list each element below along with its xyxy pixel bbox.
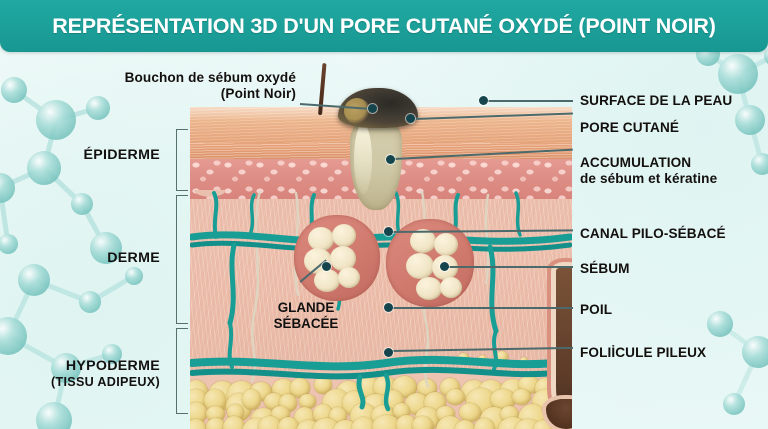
fat-globule bbox=[190, 419, 207, 429]
fat-globule bbox=[206, 417, 227, 429]
fat-globule bbox=[474, 417, 495, 429]
leader-line-sebum bbox=[448, 266, 573, 268]
fat-globule bbox=[412, 416, 434, 429]
fat-globule bbox=[453, 420, 476, 429]
gland-lobule bbox=[314, 269, 340, 292]
anchor-dot-pore-cutane bbox=[406, 114, 415, 123]
fat-globule bbox=[458, 402, 482, 422]
label-surface-de-la-peau: SURFACE DE LA PEAU bbox=[580, 93, 732, 109]
fat-globule bbox=[206, 405, 226, 422]
anchor-dot-blackhead bbox=[368, 104, 377, 113]
layer-label-epiderme-text: ÉPIDERME bbox=[83, 147, 160, 163]
fat-globule bbox=[514, 418, 543, 429]
gland-lobule bbox=[416, 277, 442, 300]
fat-globule bbox=[396, 415, 417, 429]
fat-globule bbox=[332, 419, 359, 429]
anchor-dot-accumulation bbox=[386, 155, 395, 164]
anchor-dot-follicule-pileux bbox=[384, 348, 393, 357]
anchor-dot-sebum bbox=[440, 262, 449, 271]
label-glande-sebacee-line2: SÉBACÉE bbox=[273, 315, 339, 331]
gland-lobule bbox=[434, 233, 458, 256]
bracket-hypoderme bbox=[176, 328, 188, 414]
molecule-decoration-bottom-left bbox=[0, 264, 143, 429]
label-pore-cutane: PORE CUTANÉ bbox=[580, 120, 679, 136]
label-follicule-pileux: FOLIİCULE PILEUX bbox=[580, 345, 706, 361]
label-poil: POIL bbox=[580, 302, 612, 318]
fat-globule bbox=[371, 414, 402, 429]
fat-globule bbox=[298, 394, 316, 409]
fat-globule bbox=[511, 388, 531, 406]
label-poil-text: POIL bbox=[580, 302, 613, 317]
fat-globule bbox=[532, 419, 553, 429]
sebaceous-gland-right bbox=[386, 219, 474, 307]
callout-blackhead-line2: (Point Noir) bbox=[220, 85, 296, 101]
leader-line-surface-de-la-peau bbox=[488, 100, 573, 102]
leader-line-poil bbox=[392, 307, 573, 309]
sebum-keratin-accumulation bbox=[350, 118, 402, 210]
gland-lobule bbox=[440, 277, 462, 298]
skin-cross-section-illustration bbox=[190, 107, 572, 429]
anchor-dot-surface-de-la-peau bbox=[479, 96, 488, 105]
bracket-epiderme bbox=[176, 129, 188, 191]
layer-label-hypoderme: HYPODERME (TISSU ADIPEUX) bbox=[10, 358, 160, 390]
callout-blackhead-line1: Bouchon de sébum oxydé bbox=[124, 70, 296, 85]
gland-lobule bbox=[332, 224, 356, 247]
label-follicule-pileux-text: FOLIİCULE PILEUX bbox=[580, 345, 707, 360]
gland-lobule bbox=[308, 227, 334, 251]
fat-globule bbox=[277, 416, 300, 429]
layer-label-epiderme: ÉPIDERME bbox=[10, 147, 160, 164]
label-accumulation-text: ACCUMULATION bbox=[580, 155, 692, 170]
label-accumulation-sub: de sébum et kératine bbox=[580, 170, 718, 186]
fat-globule bbox=[289, 378, 310, 398]
fat-globule bbox=[392, 403, 411, 420]
callout-blackhead: Bouchon de sébum oxydé (Point Noir) bbox=[86, 70, 296, 102]
layer-label-hypoderme-text: HYPODERME bbox=[65, 358, 160, 374]
label-accumulation: ACCUMULATION de sébum et kératine bbox=[580, 155, 717, 187]
fat-globule bbox=[223, 416, 246, 429]
fat-globule bbox=[313, 375, 332, 395]
label-glande-sebacee: GLANDE SÉBACÉE bbox=[246, 300, 366, 332]
fat-globule bbox=[312, 418, 342, 429]
anchor-dot-poil bbox=[384, 303, 393, 312]
fat-globule bbox=[203, 388, 226, 412]
sebaceous-gland-left bbox=[294, 215, 380, 301]
fat-globule bbox=[241, 389, 261, 410]
label-pore-cutane-text: PORE CUTANÉ bbox=[580, 120, 680, 135]
header-bar: REPRÉSENTATION 3D D'UN PORE CUTANÉ OXYDÉ… bbox=[0, 0, 768, 52]
fat-globule bbox=[445, 388, 466, 406]
page-title: REPRÉSENTATION 3D D'UN PORE CUTANÉ OXYDÉ… bbox=[52, 13, 716, 38]
pilosebaceous-canal bbox=[556, 267, 572, 415]
layer-label-derme: DERME bbox=[10, 250, 160, 267]
fat-globule bbox=[350, 417, 376, 429]
label-glande-sebacee-line1: GLANDE bbox=[277, 300, 335, 315]
label-sebum: SÉBUM bbox=[580, 261, 630, 277]
label-canal-pilo-sebace: CANAL PILO-SÉBACÉ bbox=[580, 226, 726, 242]
fat-globule bbox=[190, 402, 207, 424]
anchor-dot-glande-sebacee bbox=[322, 262, 331, 271]
label-sebum-text: SÉBUM bbox=[580, 261, 630, 276]
fat-globule bbox=[490, 389, 516, 411]
gland-lobule bbox=[338, 267, 360, 288]
bracket-derme bbox=[176, 195, 188, 324]
fat-globule bbox=[241, 417, 272, 429]
gland-lobule bbox=[330, 246, 356, 271]
fat-globule bbox=[258, 416, 282, 429]
label-surface-de-la-peau-text: SURFACE DE LA PEAU bbox=[580, 93, 733, 108]
label-canal-pilo-sebace-text: CANAL PILO-SÉBACÉ bbox=[580, 226, 726, 241]
gland-lobule bbox=[410, 229, 436, 253]
anchor-dot-canal-pilo-sebace bbox=[384, 227, 393, 236]
fat-globule bbox=[295, 420, 321, 429]
gland-lobule bbox=[406, 253, 434, 279]
layer-label-hypoderme-sub: (TISSU ADIPEUX) bbox=[51, 374, 160, 389]
molecule-decoration-bottom-right bbox=[707, 311, 768, 415]
layer-label-derme-text: DERME bbox=[107, 250, 160, 266]
